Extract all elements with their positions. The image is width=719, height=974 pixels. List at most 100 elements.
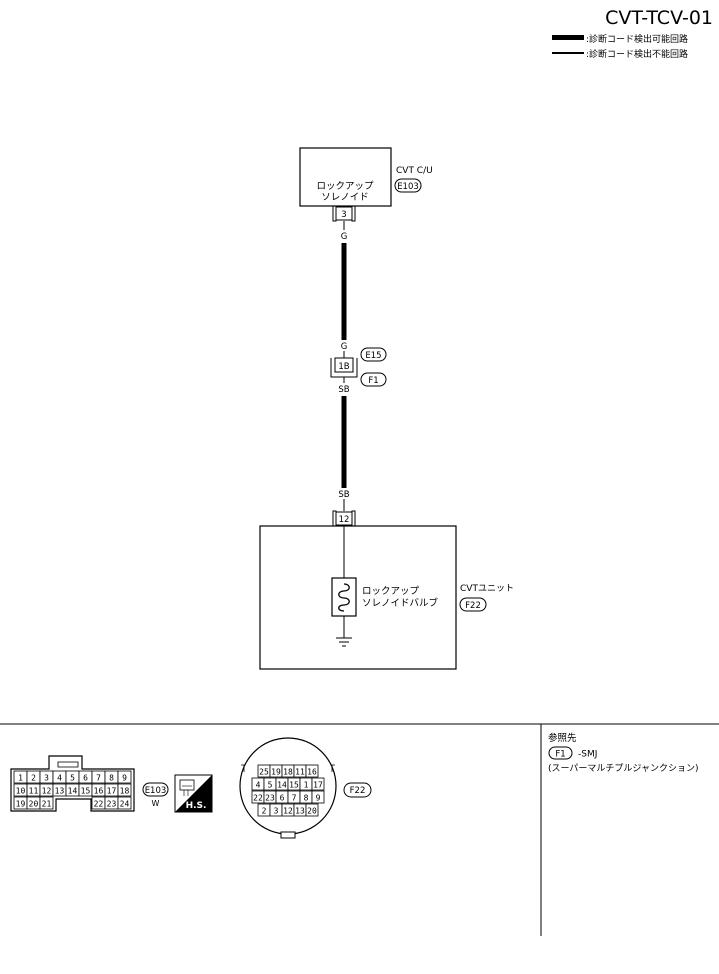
reference-description: (スーパーマルチプルジャンクション) bbox=[548, 763, 698, 774]
reference-title: 参照先 bbox=[548, 732, 577, 744]
ground-icon bbox=[336, 637, 352, 647]
reference-suffix: -SMJ bbox=[578, 750, 597, 760]
pin-number: 18 bbox=[283, 768, 293, 777]
cvt-unit-connector-label: F22 bbox=[465, 601, 481, 611]
pin-number: 16 bbox=[307, 768, 317, 777]
pin-number: 6 bbox=[280, 794, 285, 803]
legend-thick-line bbox=[552, 35, 584, 40]
solenoid-label-line1: ロックアップ bbox=[362, 586, 420, 597]
pin-number: 1 bbox=[18, 774, 23, 783]
junction-1b-box bbox=[334, 357, 354, 373]
pin-number: 1 bbox=[304, 781, 309, 790]
pin-number: 5 bbox=[70, 774, 75, 783]
terminal-12-label: 12 bbox=[339, 515, 350, 525]
pin-number: 16 bbox=[94, 787, 104, 796]
reference-connector-oval bbox=[548, 746, 573, 760]
legend-thin-line bbox=[552, 52, 584, 54]
pin-number: 17 bbox=[313, 781, 323, 790]
cvt-unit-box bbox=[259, 525, 457, 670]
pin-cell bbox=[117, 770, 132, 784]
pin-number: 24 bbox=[120, 800, 130, 809]
pin-cell bbox=[39, 796, 54, 810]
wire-g-label-bottom: G bbox=[341, 342, 348, 352]
e103-color-label: W bbox=[152, 799, 160, 808]
f22-connector-oval bbox=[343, 782, 372, 798]
pin-number: 8 bbox=[109, 774, 114, 783]
pin-number: 21 bbox=[42, 800, 52, 809]
e103-connector-oval bbox=[142, 782, 169, 797]
pin-number: 20 bbox=[307, 807, 317, 816]
pin-number: 22 bbox=[253, 794, 263, 803]
terminal-3-label: 3 bbox=[341, 210, 346, 220]
hs-label: H.S. bbox=[186, 801, 207, 811]
solenoid-label-line2: ソレノイドバルブ bbox=[362, 597, 439, 609]
pin-number: 6 bbox=[83, 774, 88, 783]
pin-number: 23 bbox=[107, 800, 117, 809]
junction-f1-label: F1 bbox=[368, 376, 378, 386]
cvt-cu-component-line2: ソレノイド bbox=[321, 192, 369, 203]
pin-number: 12 bbox=[42, 787, 52, 796]
pin-cell bbox=[311, 790, 325, 804]
wire-g-label-top: G bbox=[341, 232, 348, 242]
pin-number: 23 bbox=[265, 794, 275, 803]
diagram-code: CVT-TCV-01 bbox=[605, 7, 713, 29]
junction-f1-oval bbox=[360, 372, 387, 387]
solenoid-coil-icon bbox=[338, 583, 350, 612]
pin-number: 4 bbox=[57, 774, 62, 783]
pin-number: 4 bbox=[256, 781, 261, 790]
pin-number: 7 bbox=[96, 774, 101, 783]
pin-number: 14 bbox=[68, 787, 78, 796]
junction-1b-label: 1B bbox=[338, 362, 349, 372]
pin-number: 17 bbox=[107, 787, 117, 796]
pin-number: 19 bbox=[16, 800, 26, 809]
reference-connector-label: F1 bbox=[555, 750, 565, 760]
cvt-cu-connector-oval bbox=[394, 178, 422, 193]
e103-connector-label: E103 bbox=[145, 786, 167, 796]
cvt-cu-component-line1: ロックアップ bbox=[316, 181, 374, 192]
harness-side-icon: H.S. bbox=[174, 774, 213, 813]
pin-number: 19 bbox=[271, 768, 281, 777]
pin-number: 2 bbox=[31, 774, 36, 783]
pin-cell bbox=[305, 803, 319, 817]
terminal-3-box bbox=[335, 206, 353, 221]
pin-number: 12 bbox=[283, 807, 293, 816]
pin-number: 13 bbox=[55, 787, 65, 796]
pin-number: 3 bbox=[44, 774, 49, 783]
pin-cell bbox=[305, 764, 319, 778]
cvt-cu-box bbox=[299, 147, 392, 207]
junction-e15-oval bbox=[360, 347, 387, 362]
pin-number: 20 bbox=[29, 800, 39, 809]
wire-sb-thick bbox=[341, 396, 347, 488]
legend-detectable-label: :診断コード検出可能回路 bbox=[586, 33, 688, 45]
pin-number: 7 bbox=[292, 794, 297, 803]
wire-sb-label-bottom: SB bbox=[338, 490, 349, 500]
pin-number: 22 bbox=[94, 800, 104, 809]
pin-cell bbox=[117, 796, 132, 810]
pin-number: 9 bbox=[122, 774, 127, 783]
f22-connector-label: F22 bbox=[350, 786, 366, 796]
junction-e15-label: E15 bbox=[365, 351, 381, 361]
pin-number: 11 bbox=[295, 768, 305, 777]
wire-g-thick bbox=[341, 243, 347, 340]
cvt-unit-connector-oval bbox=[459, 597, 487, 612]
pin-number: 8 bbox=[304, 794, 309, 803]
pin-number: 13 bbox=[295, 807, 305, 816]
pin-number: 2 bbox=[262, 807, 267, 816]
cvt-cu-name: CVT C/U bbox=[396, 166, 433, 176]
pin-number: 15 bbox=[289, 781, 299, 790]
pin-number: 10 bbox=[16, 787, 26, 796]
pin-number: 5 bbox=[268, 781, 273, 790]
legend-not-detectable-label: :診断コード検出不能回路 bbox=[586, 48, 688, 60]
pin-number: 14 bbox=[277, 781, 287, 790]
pin-number: 25 bbox=[259, 768, 269, 777]
pin-cell bbox=[311, 777, 325, 791]
wire-sb-label-top: SB bbox=[338, 385, 349, 395]
pin-cell bbox=[117, 783, 132, 797]
pin-number: 3 bbox=[274, 807, 279, 816]
cvt-cu-connector-label: E103 bbox=[397, 182, 419, 192]
